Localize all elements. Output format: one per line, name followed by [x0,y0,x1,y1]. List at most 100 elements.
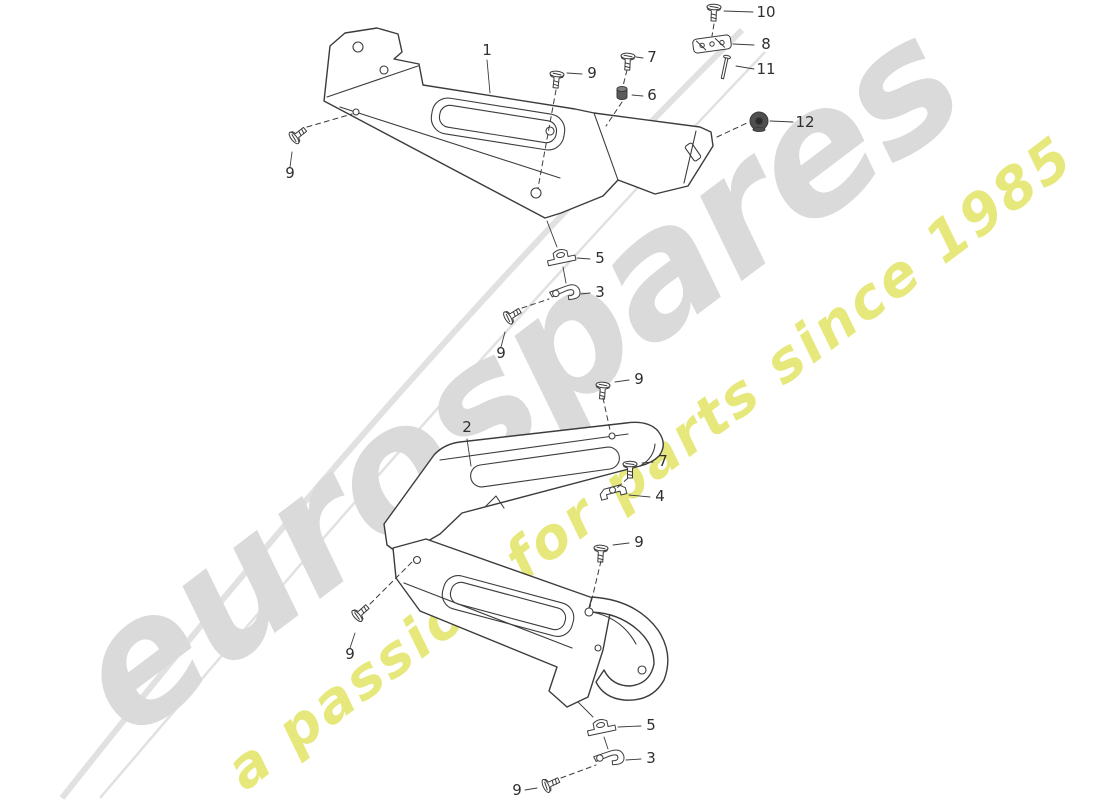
assembly-bottom [349,381,669,795]
callout-label: 7 [658,452,668,470]
part-1-arm-fold [593,112,619,181]
callout-label: 5 [595,249,605,267]
alignment-line [589,560,602,608]
part-1-side-hole [352,108,360,116]
connector-line [562,266,567,284]
callout-9d[interactable]: 9 [614,370,644,388]
callout-label: 11 [756,60,775,78]
callout-leader [769,120,794,123]
callout-label: 12 [795,113,814,131]
callout-label: 9 [285,164,295,182]
part-2-cover-outline [392,538,613,708]
part-2-end-bracket-outline [587,596,669,701]
part-1-top-hole [545,126,555,136]
callout-label: 9 [634,533,644,551]
callout-9f[interactable]: 9 [345,632,356,663]
callout-leader [580,292,591,295]
callout-label: 6 [647,86,657,104]
part-1-bracket-fold [326,65,419,98]
callout-7a[interactable]: 7 [635,48,657,66]
callout-leader [614,379,630,383]
callout-label: 10 [756,3,775,21]
callout-label: 3 [595,283,605,301]
callout-label: 9 [512,781,522,799]
callout-leader [723,10,754,13]
alignment-line [605,101,623,127]
part-2-recess-outer [441,575,575,637]
assembly-top [286,3,769,326]
callout-9e[interactable]: 9 [612,533,644,551]
callout-label: 4 [655,487,665,505]
callout-leader [641,461,654,464]
callout-leader [466,438,472,467]
callout-3b[interactable]: 3 [625,749,656,767]
callout-leader [500,331,506,348]
callout-leader [628,494,651,498]
alignment-line [537,89,557,189]
part-1-bracket-hole-2 [379,65,389,75]
part-2-top-hole [584,607,594,617]
alignment-line [521,298,550,309]
part-1-arm-slot [684,142,702,162]
alignment-line [560,764,597,779]
part-2-tray-hole [608,432,616,440]
alignment-line [306,113,353,128]
callout-9a[interactable]: 9 [566,64,597,82]
part-1-front-hole [530,187,542,199]
callout-leader [486,59,491,94]
callout-leader [635,56,644,59]
part-1-recess-inner [438,104,558,144]
connector-line [546,220,558,248]
callout-leader [631,94,644,97]
part-1-arm-fold-2 [683,130,697,184]
alignment-line [622,69,628,87]
callout-label: 3 [646,749,656,767]
connector-line [603,736,609,750]
callout-leader [349,632,356,649]
callout-9b[interactable]: 9 [285,151,295,182]
callout-6[interactable]: 6 [631,86,657,104]
callout-leader [617,725,642,728]
part-2-tray-rim [439,433,629,461]
diagram-linework: 1 9 7 6 10 8 1 [285,3,814,799]
alignment-line [602,397,611,431]
callout-9g[interactable]: 9 [512,781,538,799]
callout-9c[interactable]: 9 [496,331,506,362]
callout-1[interactable]: 1 [482,41,492,94]
part-2-tray-endcap [639,443,656,467]
part-2-tray-notch [485,495,505,509]
callout-leader [625,758,642,761]
callout-10[interactable]: 10 [723,3,776,21]
part-2-recess-inner [449,581,567,631]
callout-label: 7 [647,48,657,66]
alignment-line [711,23,715,37]
alignment-line [369,561,413,605]
callout-5a[interactable]: 5 [576,249,605,267]
callouts: 1 9 7 6 10 8 1 [285,3,814,799]
callout-2[interactable]: 2 [462,418,472,467]
callout-label: 9 [345,645,355,663]
callout-leader [576,257,591,260]
part-2-left-hole [412,555,422,565]
callout-leader [566,72,583,75]
callout-4[interactable]: 4 [628,487,665,505]
callout-3a[interactable]: 3 [580,283,605,301]
callout-8[interactable]: 8 [732,35,771,53]
callout-11[interactable]: 11 [735,60,776,78]
part-1-bracket-hole [352,41,364,53]
callout-label: 2 [462,418,472,436]
part-1-body-fold [339,106,561,179]
alignment-line [716,122,748,138]
part-2-end-bracket-hole [637,665,647,675]
callout-12[interactable]: 12 [769,113,815,131]
part-2-end-bracket-curve [591,611,637,645]
callout-7b[interactable]: 7 [641,452,668,470]
part-1-recess-outer [430,97,566,151]
alignment-line [616,477,629,489]
callout-label: 9 [587,64,597,82]
bushing-icon [616,86,628,100]
callout-5b[interactable]: 5 [617,716,656,734]
part-2-tray-outline [383,421,664,557]
callout-leader [612,542,630,546]
